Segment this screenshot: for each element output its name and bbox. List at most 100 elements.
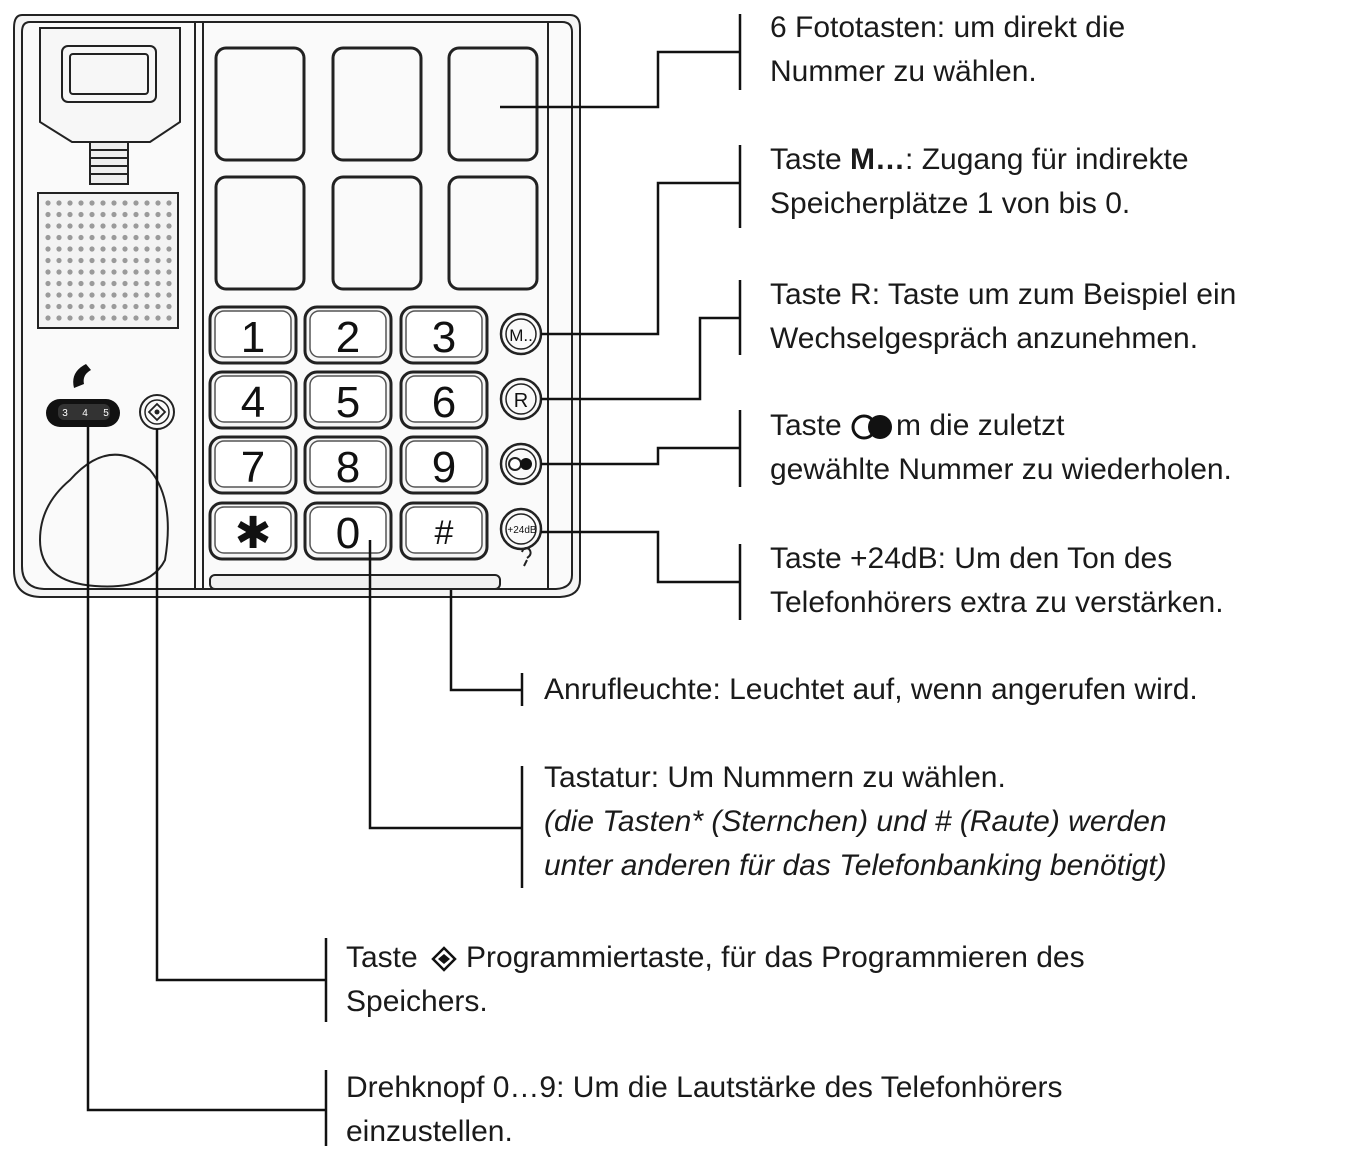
redial-key-button[interactable] [499,442,543,486]
digit-key[interactable]: 7 [208,435,298,495]
program-rest: Programmiertaste, für das Programmieren … [466,941,1085,974]
speaker-hole [45,303,51,310]
boost-key-label: +24dB [507,525,537,536]
photo-key-6[interactable] [447,175,539,291]
speaker-hole [155,292,161,298]
volume-line1: Drehknopf 0…9: Um die Lautstärke des Tel… [346,1071,1063,1104]
digit-key-label: 4 [241,378,265,427]
speaker-hole [78,234,84,241]
digit-key[interactable]: ✱ [208,501,298,561]
m-key-label: M.. [509,326,533,345]
speaker-hole [166,257,172,264]
speaker-hole [144,223,150,229]
speaker-hole [111,280,117,287]
volume-3: 3 [62,408,68,419]
speaker-hole [45,292,51,298]
speaker-hole [111,303,117,310]
speaker-hole [100,303,106,310]
speaker-hole [155,223,161,229]
digit-key[interactable]: 6 [399,370,489,430]
redial-icon [851,414,893,440]
speaker-hole [133,269,139,275]
speaker-hole [133,280,139,287]
photo-key-1[interactable] [214,46,306,162]
photo-key-3[interactable] [447,46,539,162]
speaker-hole [144,303,150,310]
speaker-hole [89,200,95,206]
speaker-hole [122,257,128,264]
speaker-hole [166,200,172,206]
annotation-program-key: Taste Programmiertaste, für das Programm… [346,936,1085,1024]
annotation-r-key: Taste R: Taste um zum Beispiel ein Wechs… [770,273,1236,361]
speaker-hole [122,292,128,298]
digit-key[interactable]: 4 [208,370,298,430]
speaker-hole [122,280,128,287]
leader-r-key [541,316,740,401]
boost-key-button[interactable]: +24dB [499,507,543,551]
program-line2: Speichers. [346,985,488,1018]
digit-key[interactable]: 3 [399,305,489,365]
speaker-hole [166,223,172,229]
r-key-label: R [514,390,528,412]
speaker-hole [155,246,161,252]
photo-key-4[interactable] [214,175,306,291]
speaker-hole [122,303,128,310]
speaker-hole [89,234,95,241]
digit-key[interactable]: 5 [303,370,393,430]
digit-key[interactable]: # [399,501,489,561]
speaker-hole [133,257,139,264]
speaker-hole [166,315,172,321]
speaker-hole [144,257,150,264]
m-key-rest: : Zugang für indirekte [905,143,1189,176]
speaker-hole [56,234,62,241]
speaker-hole [111,246,117,252]
program-key-button[interactable] [139,394,175,430]
digit-key[interactable]: 9 [399,435,489,495]
speaker-hole [155,315,161,321]
speaker-hole [89,257,95,264]
speaker-hole [67,200,73,206]
speaker-hole [100,280,106,287]
speaker-hole [111,292,117,298]
speaker-hole [133,200,139,206]
speaker-hole [89,246,95,252]
volume-line2: einzustellen. [346,1115,513,1148]
digit-key[interactable]: 0 [303,501,393,561]
left-controls: 3 4 5 [38,364,175,588]
r-key-button[interactable]: R [499,377,543,421]
speaker-hole [45,223,51,229]
speaker-hole [67,315,73,321]
photo-keys-line1: 6 Fototasten: um direkt die [770,11,1126,44]
speaker-hole [122,246,128,252]
volume-dial[interactable]: 3 4 5 [46,399,120,427]
leader-call-light [449,590,522,692]
m-key-button[interactable]: M.. [499,312,543,356]
speaker-hole [67,292,73,298]
speaker-hole [166,211,172,218]
digit-key[interactable]: 8 [303,435,393,495]
annotation-keypad: Tastatur: Um Nummern zu wählen. (die Tas… [544,756,1167,888]
speaker-hole [122,315,128,321]
photo-keys-line2: Nummer zu wählen. [770,55,1037,88]
photo-key-2[interactable] [331,46,423,162]
photo-key-5[interactable] [331,175,423,291]
speaker-hole [67,303,73,310]
digit-key-label: 0 [336,509,360,558]
annotation-m-key: Taste M…: Zugang für indirekte Speicherp… [770,138,1189,226]
speaker-hole [100,211,106,218]
speaker-hole [100,269,106,275]
digit-key[interactable]: 1 [208,305,298,365]
speaker-hole [56,280,62,287]
speaker-hole [56,303,62,310]
digit-key-label: 7 [241,443,265,492]
speaker-hole [45,211,51,218]
speaker-hole [89,315,95,321]
speaker-hole [155,211,161,218]
redial-line2: gewählte Nummer zu wiederholen. [770,453,1232,486]
boost-line2: Telefonhörers extra zu verstärken. [770,586,1224,619]
speaker-hole [78,211,84,218]
speaker-hole [56,200,62,206]
speaker-hole [89,292,95,298]
digit-key[interactable]: 2 [303,305,393,365]
